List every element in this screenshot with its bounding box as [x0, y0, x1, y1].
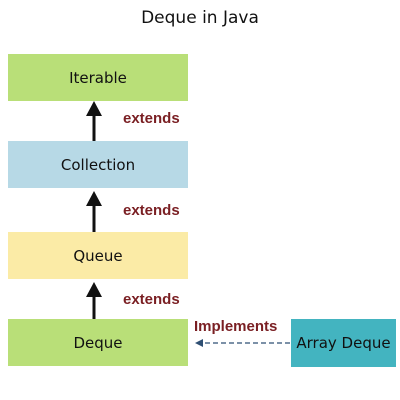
array-deque-node: Array Deque [291, 319, 396, 367]
implements-label: Implements [194, 318, 278, 335]
deque-node: Deque [8, 319, 188, 366]
deque-label: Deque [73, 333, 123, 352]
extends-label-queue-collection: extends [123, 202, 180, 219]
extends-arrow-1 [86, 101, 102, 141]
implements-arrow [195, 339, 290, 347]
array-deque-label: Array Deque [296, 334, 391, 352]
iterable-node: Iterable [8, 54, 188, 101]
collection-node: Collection [8, 141, 188, 188]
diagram-title: Deque in Java [141, 8, 259, 28]
iterable-label: Iterable [69, 68, 127, 87]
extends-label-deque-queue: extends [123, 291, 180, 308]
queue-label: Queue [73, 246, 123, 265]
extends-arrow-2 [86, 191, 102, 232]
collection-label: Collection [60, 155, 136, 174]
queue-node: Queue [8, 232, 188, 279]
extends-arrow-3 [86, 282, 102, 319]
extends-label-collection-iterable: extends [123, 110, 180, 127]
